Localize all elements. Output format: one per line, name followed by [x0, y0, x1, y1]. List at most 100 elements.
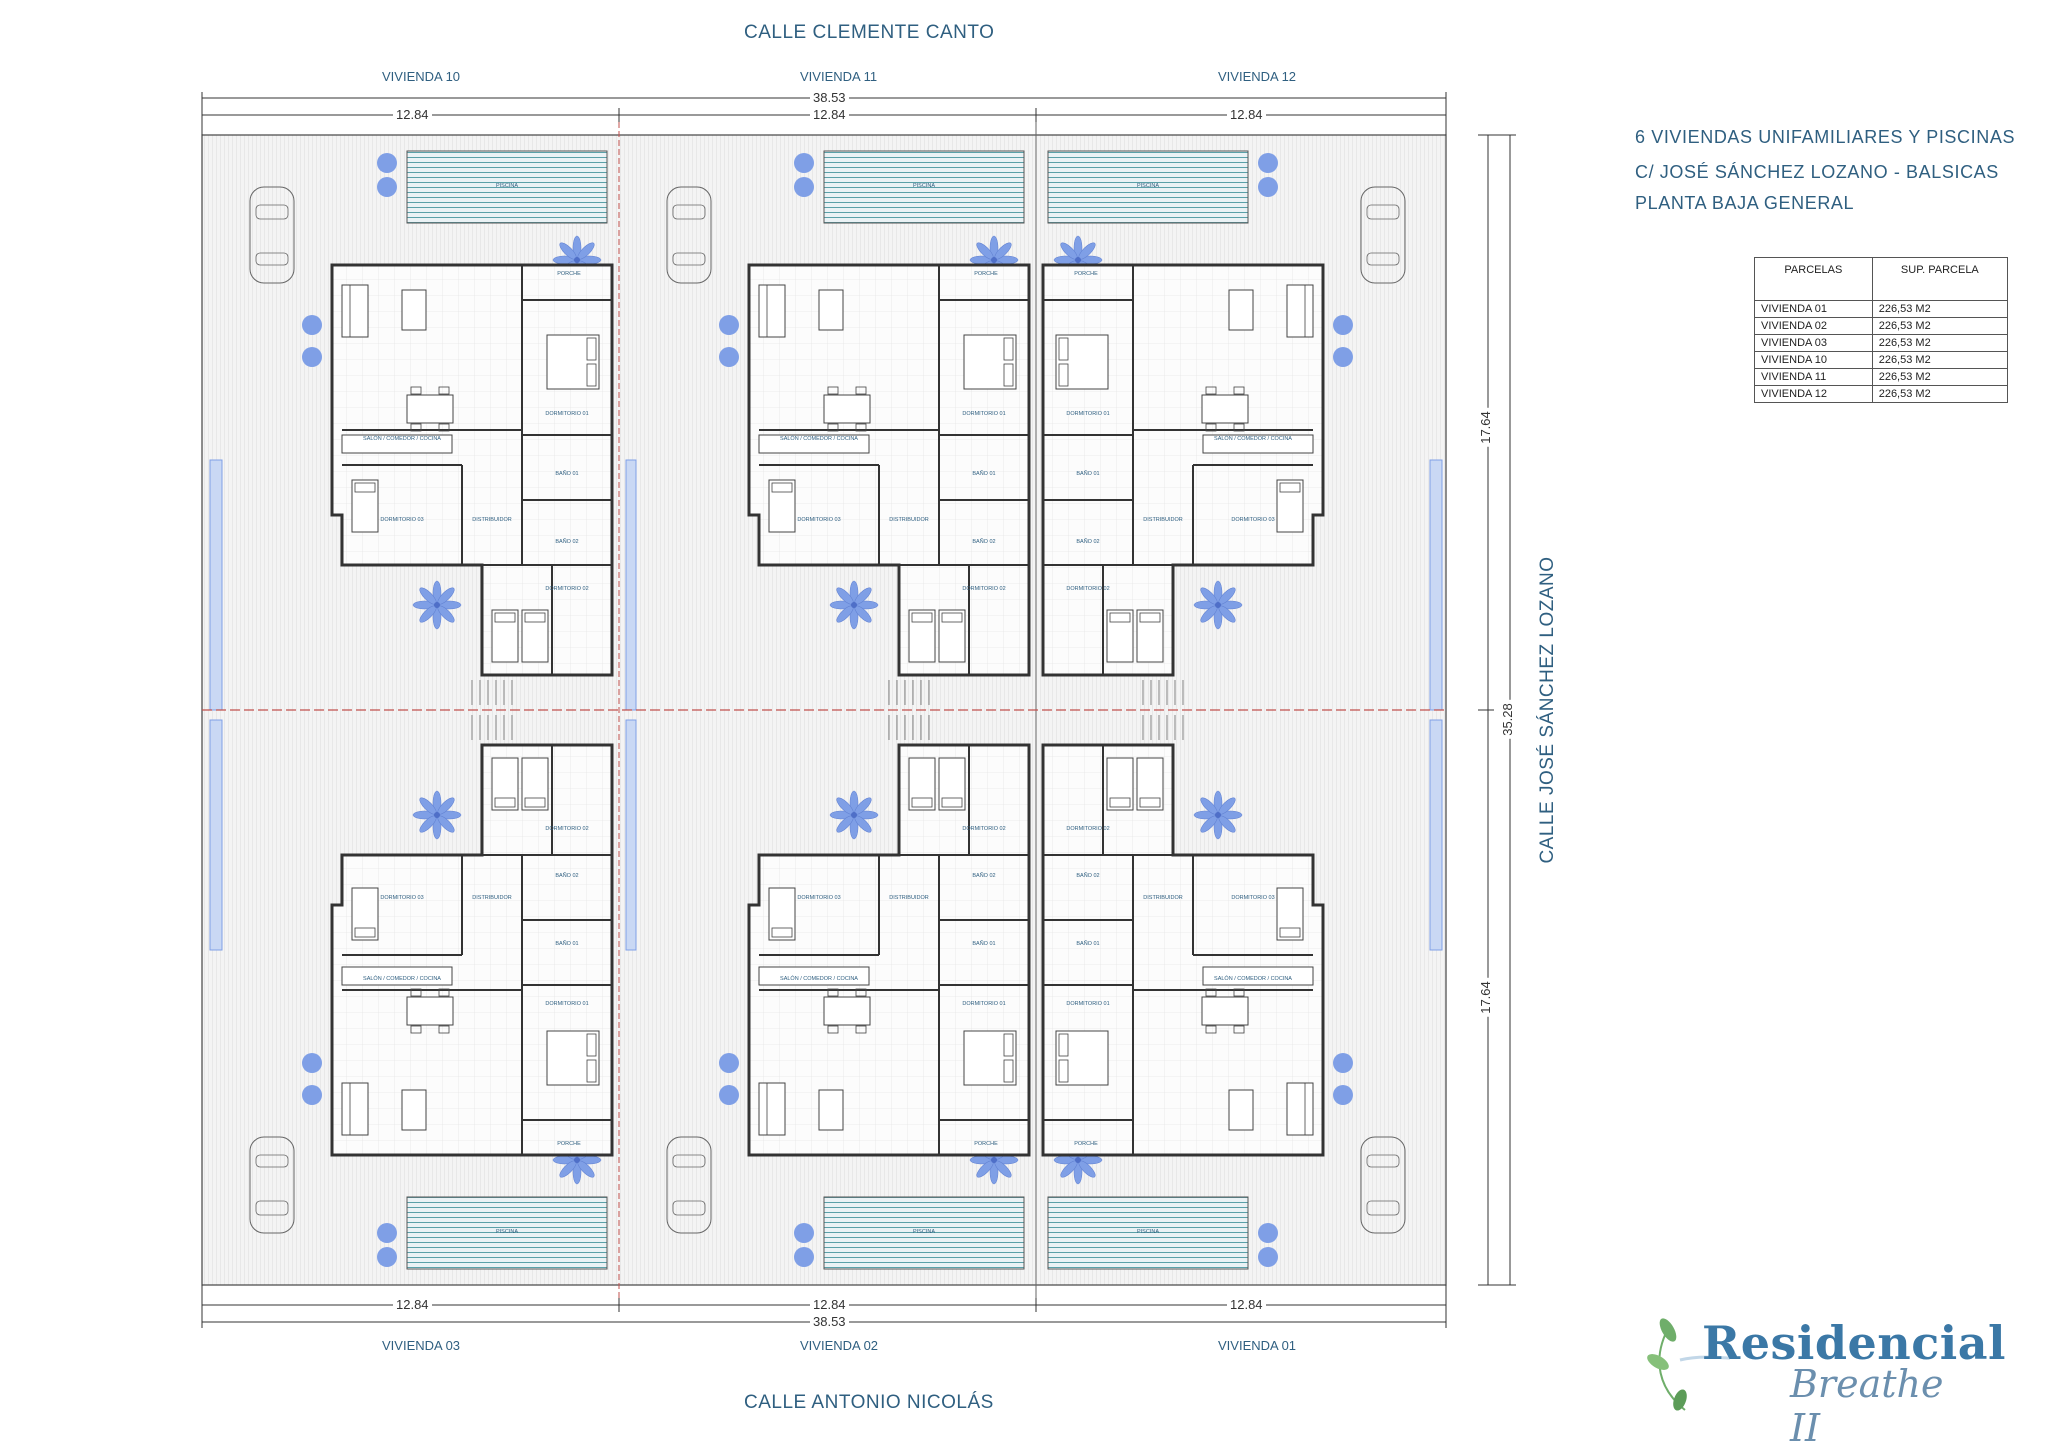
hedge-left: [209, 719, 223, 951]
kitchen-counter: [1202, 434, 1314, 454]
shrub-icon: [794, 1247, 814, 1267]
parcel-name: VIVIENDA 11: [1754, 368, 1873, 386]
room-label: DORMITORIO 02: [545, 826, 588, 832]
dimension-parcel-width-bottom: 12.84: [810, 1297, 849, 1312]
sofa-icon: [341, 284, 369, 338]
room-label: BAÑO 02: [555, 872, 578, 879]
room-label: DORMITORIO 02: [1066, 586, 1109, 592]
table-header: PARCELAS: [1754, 257, 1873, 301]
dimension-half-depth-bottom: 17.64: [1477, 978, 1493, 1017]
room-label: PORCHE: [974, 1141, 998, 1147]
room-label: DORMITORIO 02: [545, 586, 588, 592]
dimension-total-width-bottom: 38.53: [810, 1314, 849, 1329]
swimming-pool: [406, 1196, 608, 1270]
sofa-icon: [758, 1082, 786, 1136]
room-label: DISTRIBUIDOR: [1143, 517, 1182, 523]
shrub-icon: [1333, 315, 1353, 335]
room-label: PORCHE: [557, 1141, 581, 1147]
hedge-right: [1429, 459, 1443, 711]
palm-tree-icon: [829, 790, 879, 840]
single-bed-icon: [491, 757, 519, 811]
single-bed-icon: [1106, 757, 1134, 811]
shrub-icon: [794, 153, 814, 173]
project-title-line-2: C/ JOSÉ SÁNCHEZ LOZANO - BALSICAS: [1635, 162, 1999, 182]
project-title-line-1: 6 VIVIENDAS UNIFAMILIARES Y PISCINAS: [1635, 127, 2016, 147]
double-bed-icon: [963, 1030, 1017, 1086]
swimming-pool: [406, 150, 608, 224]
shrub-icon: [1258, 1247, 1278, 1267]
room-label: SALÓN / COMEDOR / COCINA: [363, 975, 441, 982]
dimension-parcel-width-top: 12.84: [393, 107, 432, 122]
room-label: PISCINA: [496, 183, 518, 189]
table-header-row: PARCELAS SUP. PARCELA: [1754, 257, 2009, 301]
vivienda-11-label: VIVIENDA 11: [800, 69, 878, 84]
room-label: DISTRIBUIDOR: [472, 517, 511, 523]
dimension-parcel-width-bottom: 12.84: [1227, 1297, 1266, 1312]
double-bed-icon: [546, 1030, 600, 1086]
shrub-icon: [302, 1053, 322, 1073]
parcel-name: VIVIENDA 12: [1754, 385, 1873, 403]
room-label: DORMITORIO 02: [962, 826, 1005, 832]
parcel-plan: PISCINA PORCHE SALÓN / COMEDOR / COCINA DOR…: [249, 150, 614, 705]
dimension-total-width-top: 38.53: [810, 90, 849, 105]
room-label: DORMITORIO 01: [545, 411, 588, 417]
room-label: PISCINA: [913, 1229, 935, 1235]
dimension-parcel-width-bottom: 12.84: [393, 1297, 432, 1312]
vivienda-02-label: VIVIENDA 02: [800, 1338, 879, 1353]
vivienda-12-label: VIVIENDA 12: [1218, 69, 1297, 84]
room-label: DORMITORIO 02: [1066, 826, 1109, 832]
room-label: DORMITORIO 03: [380, 895, 423, 901]
room-label: SALÓN / COMEDOR / COCINA: [1214, 435, 1292, 442]
double-bed-icon: [546, 334, 600, 390]
vivienda-10-label: VIVIENDA 10: [382, 69, 461, 84]
swimming-pool: [823, 150, 1025, 224]
room-label: SALÓN / COMEDOR / COCINA: [363, 435, 441, 442]
shrub-icon: [377, 1223, 397, 1243]
palm-tree-icon: [829, 580, 879, 630]
single-bed-icon: [1276, 479, 1304, 533]
double-bed-icon: [1055, 334, 1109, 390]
room-label: BAÑO 02: [1076, 538, 1099, 545]
room-label: DISTRIBUIDOR: [1143, 895, 1182, 901]
room-label: BAÑO 01: [555, 470, 578, 477]
parcel-plan: PISCINA PORCHE SALÓN / COMEDOR / COCINA DOR…: [249, 715, 614, 1270]
single-bed-icon: [351, 887, 379, 941]
dimension-half-depth-top: 17.64: [1477, 408, 1493, 447]
hedge-middle: [625, 719, 637, 951]
parcel-name: VIVIENDA 03: [1754, 334, 1873, 352]
room-label: DISTRIBUIDOR: [472, 895, 511, 901]
shrub-icon: [302, 1085, 322, 1105]
project-title-line-3: PLANTA BAJA GENERAL: [1635, 193, 1855, 213]
room-label: DORMITORIO 03: [1231, 517, 1274, 523]
palm-tree-icon: [1193, 790, 1243, 840]
logo-sub-text: Breathe II: [1790, 1362, 1944, 1450]
single-bed-icon: [521, 609, 549, 663]
tv-unit: [818, 1089, 844, 1131]
tv-unit: [818, 289, 844, 331]
shrub-icon: [719, 347, 739, 367]
table-header: SUP. PARCELA: [1871, 257, 2009, 301]
street-bottom-label: CALLE ANTONIO NICOLÁS: [744, 1392, 994, 1413]
swimming-pool: [1047, 1196, 1249, 1270]
room-label: SALÓN / COMEDOR / COCINA: [1214, 975, 1292, 982]
room-label: PISCINA: [496, 1229, 518, 1235]
sofa-icon: [341, 1082, 369, 1136]
dimension-parcel-width-top: 12.84: [810, 107, 849, 122]
room-label: BAÑO 02: [972, 538, 995, 545]
shrub-icon: [377, 1247, 397, 1267]
room-labels: PISCINA PORCHE SALÓN / COMEDOR / COCINA DOR…: [363, 826, 589, 1235]
room-label: DORMITORIO 01: [545, 1001, 588, 1007]
single-bed-icon: [768, 479, 796, 533]
room-label: PORCHE: [557, 271, 581, 277]
room-labels: PISCINA PORCHE SALÓN / COMEDOR / COCINA DOR…: [363, 183, 589, 592]
single-bed-icon: [521, 757, 549, 811]
room-label: DORMITORIO 03: [797, 517, 840, 523]
single-bed-icon: [1106, 609, 1134, 663]
shrub-icon: [719, 1085, 739, 1105]
